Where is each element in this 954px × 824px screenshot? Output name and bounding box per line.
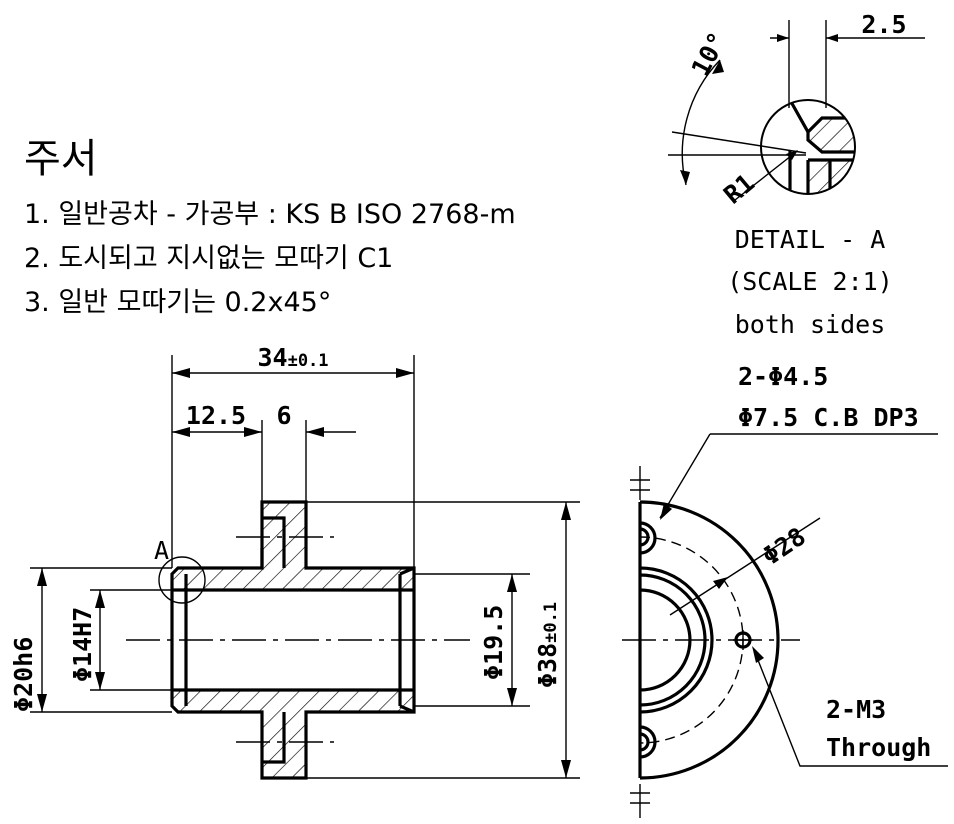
dim-flange-diameter: Φ38±0.1 [533, 602, 562, 688]
tap-callout-arrow [752, 646, 764, 663]
cb-callout-leader [659, 433, 711, 519]
detail-dim-arrow [777, 34, 789, 42]
detail-dim-arrow [826, 34, 838, 42]
dim-overall-length: 34±0.1 [257, 343, 328, 372]
notes-title: 주서 [24, 136, 98, 182]
dim-flange-width: 6 [276, 401, 291, 430]
tap-callout-line2: Through [826, 733, 931, 762]
detail-radius-leader [734, 151, 797, 201]
tap-callout-leader [753, 649, 948, 767]
dim-arrow [507, 574, 517, 592]
dim-arrow [244, 427, 262, 437]
end-view-outer-arc [639, 500, 780, 780]
tap-callout-line1: 2-M3 [826, 695, 886, 724]
section-outline [170, 500, 416, 780]
notes-block: 주서 1. 일반공차 - 가공부 : KS B ISO 2768-m 2. 도시… [24, 136, 516, 318]
detail-scale: (SCALE 2:1) [727, 267, 893, 296]
section-counterbore [262, 712, 286, 764]
detail-angle-arrow [712, 60, 724, 74]
note-item-2: 2. 도시되고 지시없는 모따기 C1 [24, 243, 393, 274]
cb-callout-arrow [660, 503, 672, 520]
detail-circle [760, 99, 856, 195]
section-chamfer-line [399, 704, 415, 714]
dim-outer-diameter: Φ20h6 [9, 637, 38, 712]
detail-marker-circle [158, 556, 206, 604]
dim-arrow [95, 672, 105, 690]
dim-arrow [306, 427, 324, 437]
detail-title: DETAIL - A [735, 225, 886, 254]
end-view-counterbore-outer [639, 521, 657, 555]
dim-arrow [95, 590, 105, 608]
end-view-counterbore-inner [639, 527, 650, 547]
detail-a: 10° 2.5 R1 DETAIL - A (SCALE 2:1) both s… [668, 10, 925, 339]
dim-arrow [561, 760, 571, 778]
dim-bore-diameter: Φ14H7 [68, 607, 97, 682]
dim-arrow [396, 368, 414, 378]
detail-angle-label: 10° [686, 27, 733, 80]
end-view: Φ28 2-Φ4.5 Φ7.5 C.B DP3 2-M3 Through [622, 362, 948, 818]
detail-radius-arrow [786, 150, 798, 160]
end-view-counterbore-inner [639, 732, 650, 752]
dim-flange-offset: 12.5 [186, 401, 246, 430]
detail-geometry [788, 100, 855, 194]
dim-arrow [507, 688, 517, 706]
dim-arrow [37, 568, 47, 586]
section-hatch-lower [172, 690, 414, 712]
detail-angle-arc [681, 59, 721, 186]
bolt-circle-arrow [713, 577, 728, 589]
end-view-counterbore-outer [639, 725, 657, 759]
dim-arrow [37, 694, 47, 712]
note-item-1: 1. 일반공차 - 가공부 : KS B ISO 2768-m [24, 199, 516, 230]
dim-arrow [172, 368, 190, 378]
cb-callout-line2: Φ7.5 C.B DP3 [738, 403, 919, 432]
detail-chamfer-width: 2.5 [861, 10, 906, 39]
bolt-circle-leader [669, 517, 821, 616]
dim-bore-end-diameter: Φ19.5 [479, 605, 508, 680]
section-chamfer-line [399, 566, 415, 576]
note-item-3: 3. 일반 모따기는 0.2x45° [24, 287, 331, 318]
detail-angle-ray [671, 131, 807, 154]
detail-angle-arrow [680, 170, 690, 185]
section-hatch-upper [172, 568, 414, 590]
section-counterbore [262, 516, 286, 568]
dim-arrow [172, 427, 190, 437]
cb-callout-line1: 2-Φ4.5 [738, 362, 828, 391]
detail-marker-label: A [154, 536, 169, 565]
end-view-outer-diameter-arc [639, 566, 714, 714]
dim-arrow [561, 502, 571, 520]
detail-radius-label: R1 [718, 168, 760, 210]
section-view: A 34±0.1 12.5 6 Φ20h6 Φ14H7 [9, 343, 580, 780]
detail-note: both sides [735, 310, 886, 339]
